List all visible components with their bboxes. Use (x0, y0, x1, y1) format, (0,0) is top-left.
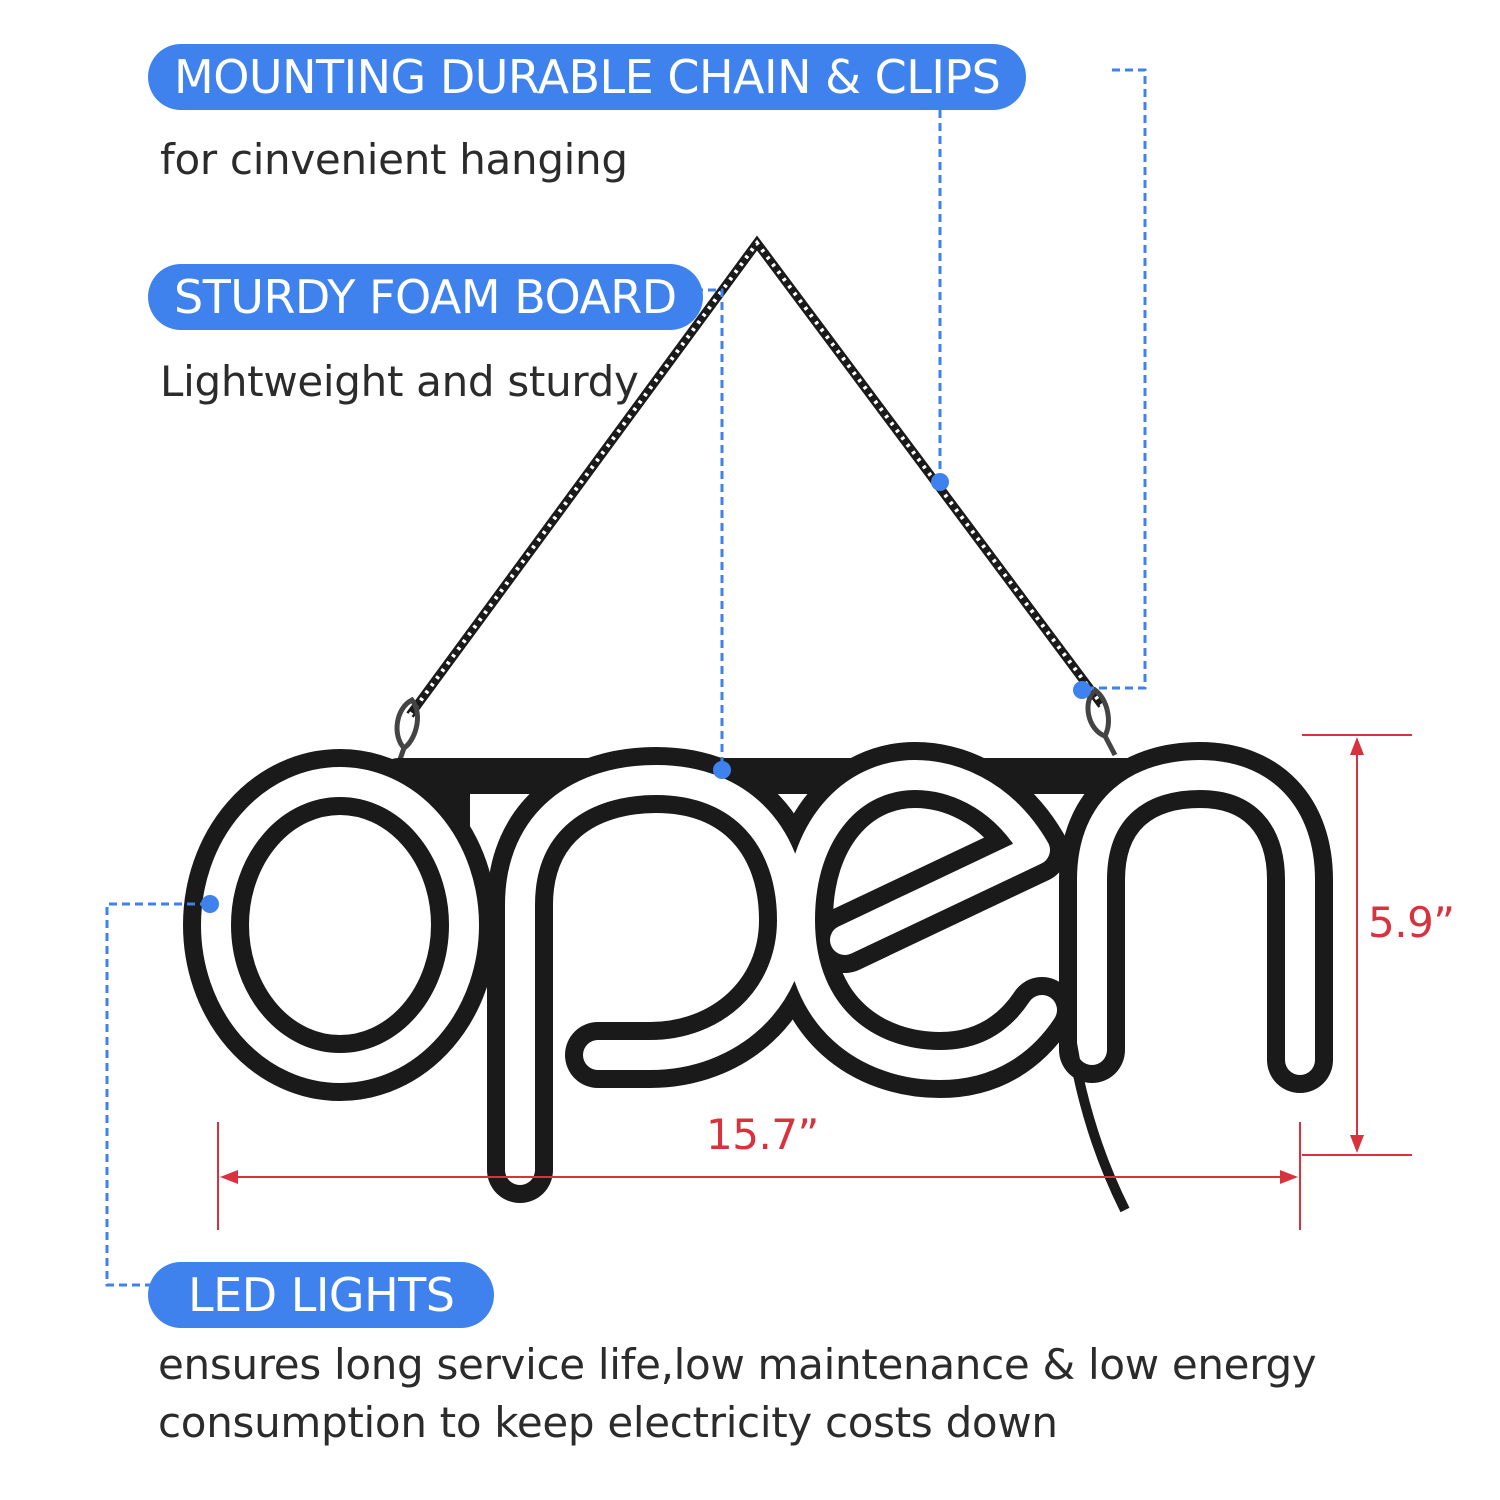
feature-desc-led: ensures long service life,low maintenanc… (158, 1340, 1317, 1447)
left-clip (394, 696, 420, 766)
width-label: 15.7” (706, 1110, 819, 1159)
led-letter-e (785, 760, 1057, 1080)
height-label: 5.9” (1368, 898, 1455, 947)
feature-title-foam-board: STURDY FOAM BOARD (148, 264, 703, 330)
feature-desc-chain: for cinvenient hanging (160, 135, 628, 184)
callout-dots (201, 473, 1091, 913)
width-dimension (217, 1122, 1301, 1230)
feature-title-led: LED LIGHTS (148, 1262, 495, 1328)
feature-title-chain: MOUNTING DURABLE CHAIN & CLIPS (148, 44, 1027, 110)
hanging-chain (406, 235, 1106, 718)
led-tubes (201, 760, 1315, 1185)
led-letter-p (505, 765, 807, 1185)
led-letter-o (201, 767, 479, 1083)
height-dimension (1302, 734, 1412, 1156)
feature-desc-foam-board: Lightweight and sturdy (160, 357, 639, 406)
led-letter-n (1077, 760, 1315, 1075)
callout-lines (105, 68, 1147, 1287)
power-cable (1065, 1029, 1130, 1213)
right-clip (1085, 686, 1118, 757)
